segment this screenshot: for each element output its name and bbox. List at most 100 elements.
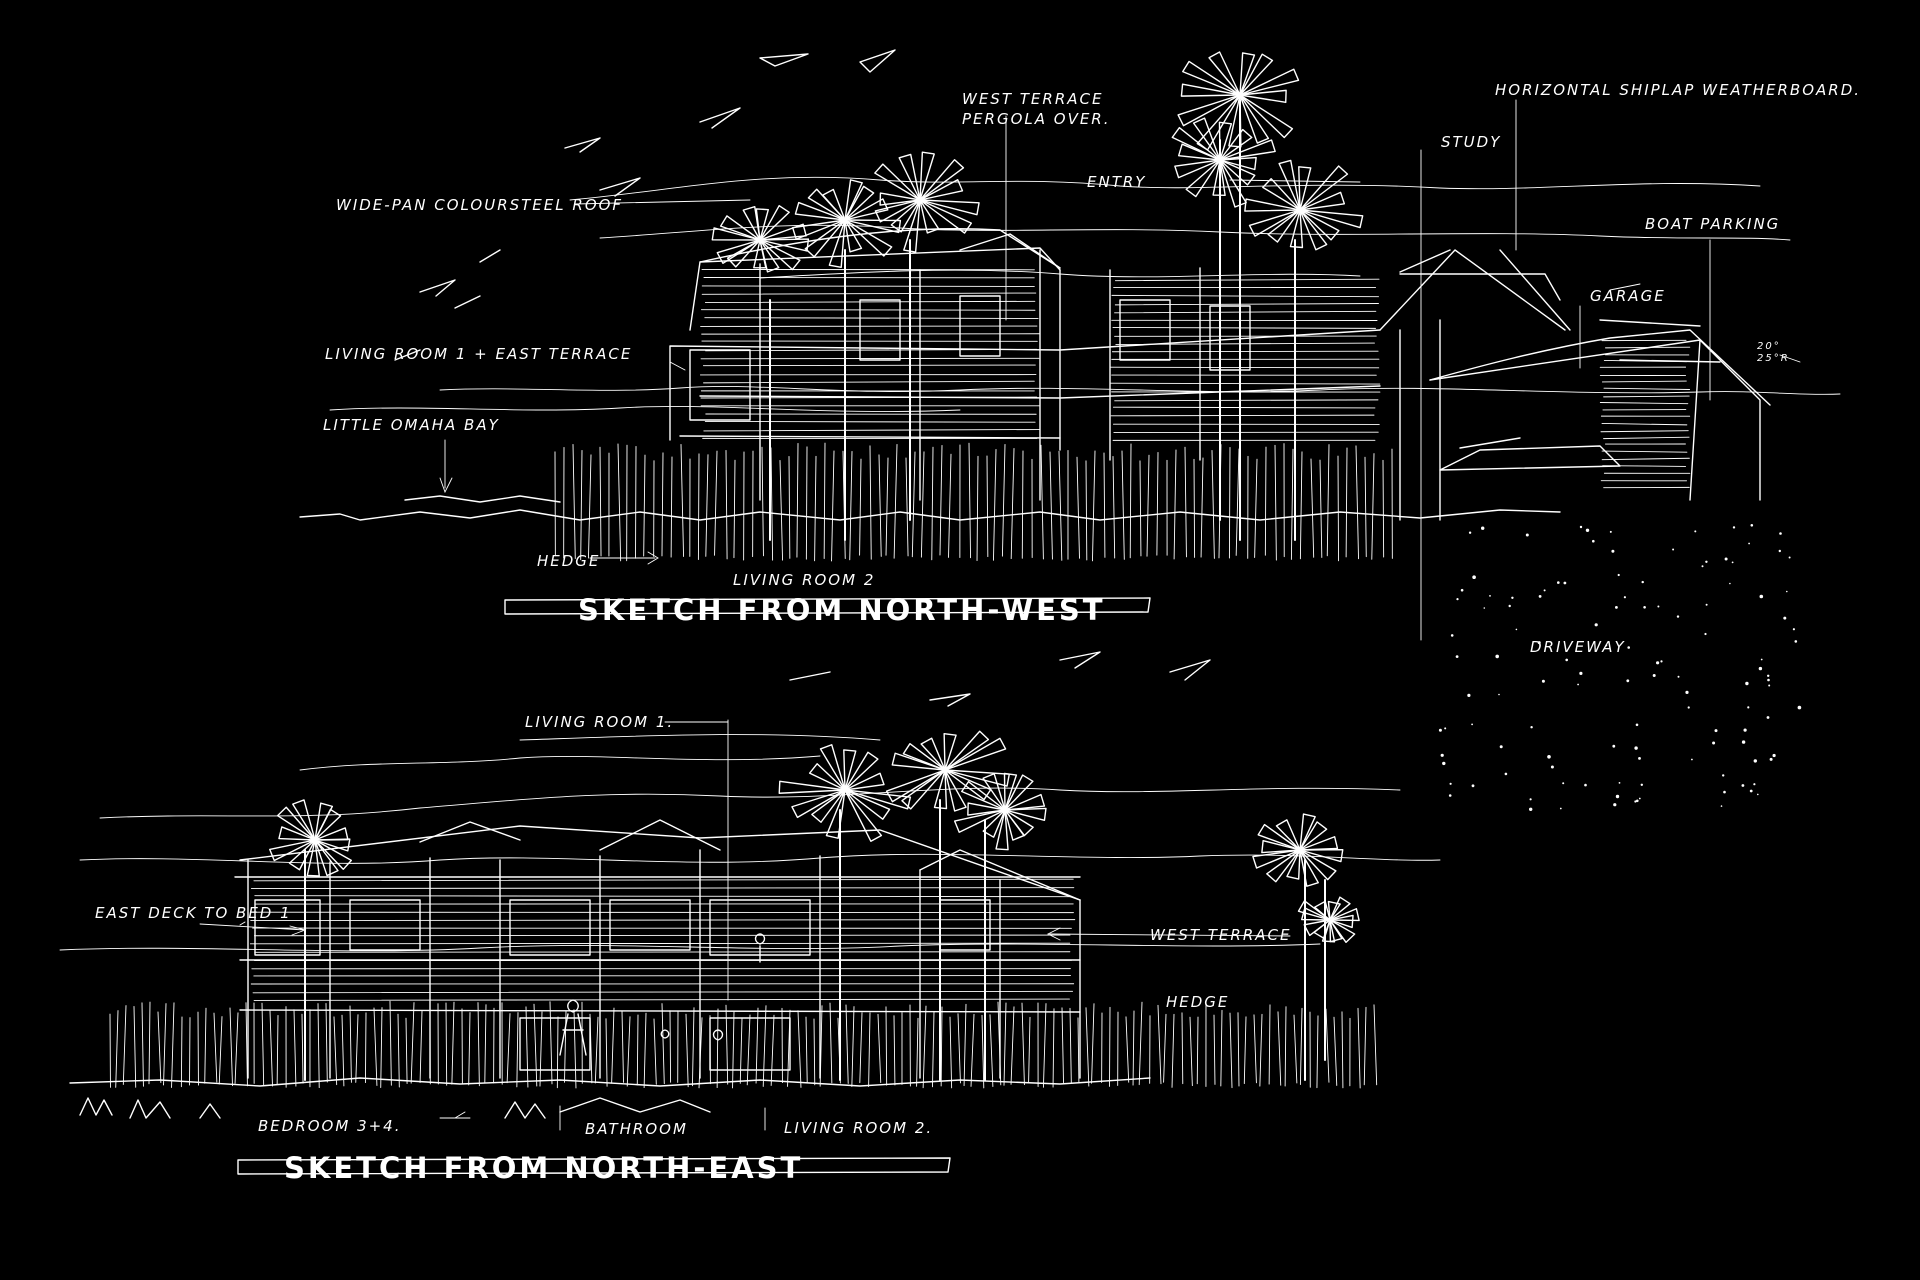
label-living-room-1-north-east: LIVING ROOM 1. <box>525 713 674 731</box>
driveway-speck <box>1724 557 1728 561</box>
hedge-stroke <box>869 445 872 560</box>
driveway-speck <box>1640 783 1644 786</box>
hedge-stroke <box>831 450 835 562</box>
hedge-stroke <box>122 1005 127 1085</box>
palm-frond <box>1219 139 1276 161</box>
driveway-speck <box>1786 590 1788 593</box>
driveway-speck <box>1758 666 1763 671</box>
weatherboard-line <box>1112 327 1376 329</box>
title-north-west: SKETCH FROM NORTH-WEST <box>578 593 1106 627</box>
driveway-speck <box>1563 581 1567 585</box>
palm-frond <box>1299 849 1319 887</box>
hedge-stroke <box>1337 455 1339 562</box>
driveway-speck <box>1444 727 1447 730</box>
hedge-stroke <box>779 459 784 561</box>
hedge-stroke <box>1125 1016 1130 1083</box>
driveway-speck <box>1627 646 1630 649</box>
palm-frond <box>1004 793 1046 811</box>
hedge-stroke <box>419 1010 423 1083</box>
palm-frond <box>879 192 921 206</box>
palm-frond <box>1252 849 1301 869</box>
palm-frond <box>276 806 316 841</box>
palm-frond <box>1244 198 1301 212</box>
driveway-speck <box>1471 784 1475 788</box>
hedge-stroke <box>397 1013 400 1088</box>
palm-frond <box>1185 159 1221 198</box>
palm-frond <box>1262 177 1301 211</box>
weatherboard-hatch-north-east <box>249 878 1076 1001</box>
driveway-speck <box>1759 594 1764 599</box>
hedge-stroke <box>133 1006 137 1088</box>
driveway-texture <box>1438 524 1802 811</box>
palm-frond <box>1180 83 1241 97</box>
hedge-stroke <box>877 1013 882 1083</box>
leaders-north-east <box>199 719 1291 1131</box>
palm-frond <box>844 751 879 791</box>
hedge-stroke <box>1235 448 1240 556</box>
driveway-speck <box>1652 674 1656 677</box>
driveway-speck <box>1741 740 1746 744</box>
weatherboard-line <box>1114 399 1379 402</box>
hedge-stroke <box>691 1007 695 1087</box>
driveway-speck <box>1753 783 1756 786</box>
hedge-stroke <box>1259 1013 1263 1087</box>
hedge-stroke <box>1345 447 1348 558</box>
hedge-stroke <box>805 446 808 560</box>
hedge-stroke <box>157 1011 162 1083</box>
palm-frond <box>1208 51 1241 96</box>
north-west-sketch: SKETCH FROM NORTH-WEST WEST TERRACE PERG… <box>299 49 1859 811</box>
palm-frond <box>982 809 1006 838</box>
driveway-speck <box>1750 524 1754 527</box>
hedge-stroke <box>405 1017 408 1084</box>
driveway-speck <box>1660 660 1663 663</box>
hedge-stroke <box>1132 1010 1135 1086</box>
hedge-stroke <box>171 1002 175 1088</box>
hedge-stroke <box>739 1018 743 1084</box>
weatherboard-hatch-north-west <box>699 268 1691 489</box>
driveway-speck <box>1638 757 1641 760</box>
palm-frond <box>844 219 893 257</box>
driveway-speck <box>1691 758 1693 761</box>
hedge-stroke <box>849 450 853 561</box>
ground-line-north-east <box>69 1077 1151 1087</box>
driveway-speck <box>1672 548 1675 551</box>
weatherboard-line <box>253 878 1074 882</box>
weatherboard-line <box>1114 303 1379 306</box>
hedge-stroke <box>859 1012 863 1084</box>
hedge-stroke <box>1277 1011 1282 1086</box>
hedge-stroke <box>845 1004 849 1084</box>
hedge-stroke <box>599 446 602 557</box>
hedge-stroke <box>1052 1008 1055 1088</box>
hedge-stroke <box>788 456 791 559</box>
hedge-stroke <box>1092 450 1096 562</box>
palm-frond <box>1299 165 1349 211</box>
hedge-stroke <box>1010 1006 1015 1085</box>
label-entry: ENTRY <box>1087 173 1146 191</box>
palm-frond <box>726 239 761 268</box>
palm-frond <box>1174 159 1221 179</box>
hedge-stroke <box>770 447 774 561</box>
weatherboard-line <box>704 300 1036 303</box>
hedge-stroke <box>1077 1017 1080 1084</box>
palm-frond <box>944 769 967 812</box>
hedge-stroke <box>1355 445 1359 560</box>
hedge-stroke <box>180 1016 183 1088</box>
hedge-stroke <box>755 1007 759 1084</box>
driveway-speck <box>1541 679 1545 683</box>
palm-frond <box>933 769 948 810</box>
driveway-speck <box>1792 628 1795 631</box>
hedge-stroke <box>1264 446 1267 556</box>
palm-frond <box>1329 919 1343 943</box>
hedge-stroke <box>539 1011 543 1087</box>
hedge-stroke <box>355 1014 359 1083</box>
palm-frond <box>844 179 863 221</box>
palm-frond <box>1248 209 1301 237</box>
driveway-speck <box>1634 746 1638 750</box>
hedge-stroke <box>1373 1004 1378 1086</box>
palm-frond <box>1228 94 1242 148</box>
hedge-stroke <box>1333 1016 1338 1086</box>
hedge-north-east <box>109 1000 1378 1089</box>
hedge-stroke <box>261 1002 265 1086</box>
hedge-stroke <box>213 1012 218 1083</box>
palm-frond <box>1239 53 1274 96</box>
